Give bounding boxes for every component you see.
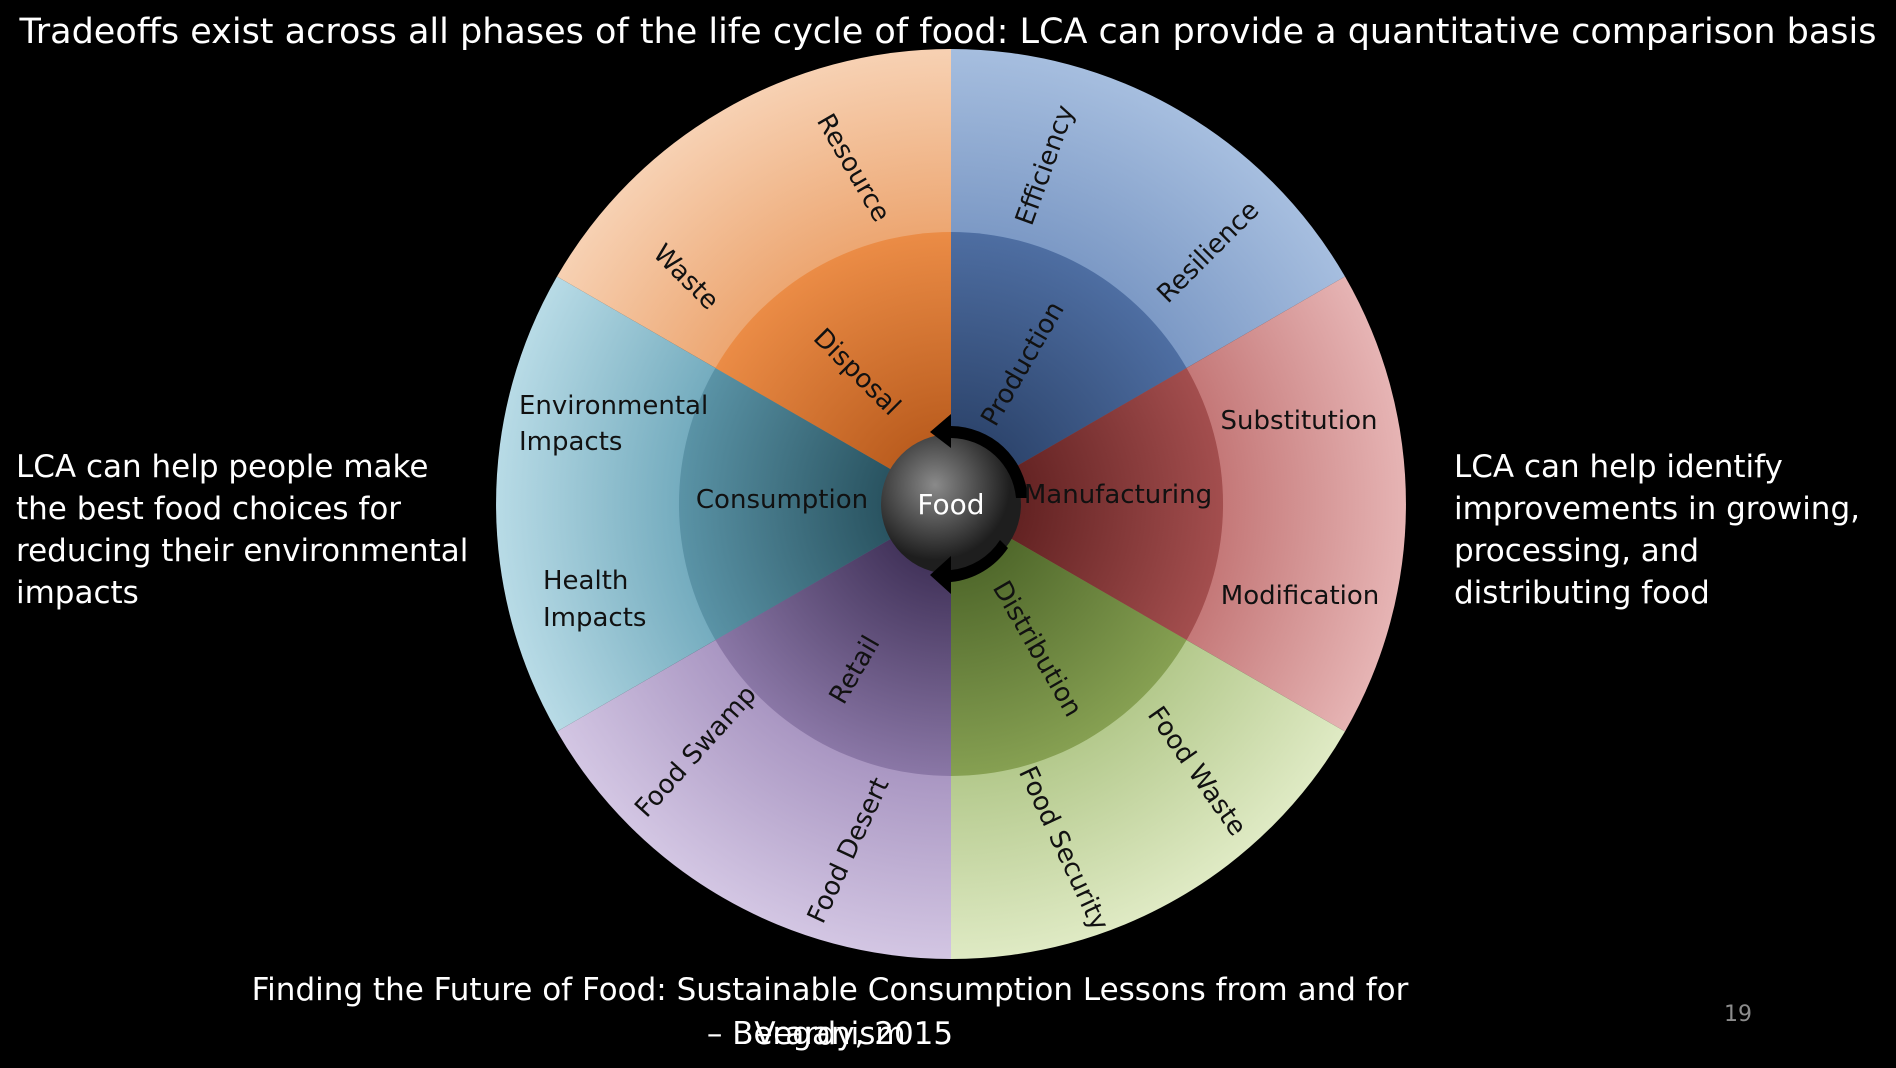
- retail-inner-sector: [715, 504, 951, 776]
- left-caption-line: the best food choices for: [16, 491, 402, 527]
- outer-label-health-impacts-line: Impacts: [543, 603, 646, 633]
- right-caption-line: LCA can help identify: [1454, 449, 1783, 485]
- citation-line: Finding the Future of Food: Sustainable …: [251, 972, 1409, 1052]
- right-caption-line: improvements in growing,: [1454, 491, 1860, 527]
- disposal-inner-sector: [715, 231, 951, 504]
- cycle-arrow-top-icon: [930, 414, 1028, 498]
- citation-author-line: – Berardy, 2015: [706, 1016, 954, 1052]
- left-caption: LCA can help people make the best food c…: [16, 446, 476, 614]
- right-caption: LCA can help identify improvements in gr…: [1454, 446, 1894, 614]
- outer-label-environmental-impacts-line: Impacts: [519, 427, 622, 457]
- manufacturing-inner-sector: [951, 368, 1224, 640]
- inner-label-manufacturing: Manufacturing: [1024, 480, 1212, 510]
- left-caption-line: impacts: [16, 575, 139, 611]
- inner-label-consumption: Consumption: [696, 485, 868, 515]
- outer-label-substitution: Substitution: [1221, 406, 1378, 436]
- outer-label-environmental-impacts-line: Environmental: [519, 391, 708, 421]
- left-caption-line: LCA can help people make: [16, 449, 429, 485]
- production-inner-sector: [951, 232, 1187, 504]
- outer-label-health-impacts-line: Health: [543, 566, 628, 596]
- page-number: 19: [1724, 1002, 1752, 1027]
- consumption-inner-sector: [678, 368, 951, 640]
- food-center-circle: [881, 434, 1021, 574]
- cycle-arrow-bottom-icon: [930, 540, 1008, 594]
- left-caption-line: reducing their environmental: [16, 533, 469, 569]
- right-caption-line: distributing food: [1454, 575, 1710, 611]
- outer-label-modification: Modification: [1221, 581, 1379, 611]
- right-caption-line: processing, and: [1454, 533, 1700, 569]
- distribution-inner-sector: [951, 504, 1187, 777]
- slide-title: Tradeoffs exist across all phases of the…: [19, 12, 1877, 52]
- center-label: Food: [917, 488, 984, 521]
